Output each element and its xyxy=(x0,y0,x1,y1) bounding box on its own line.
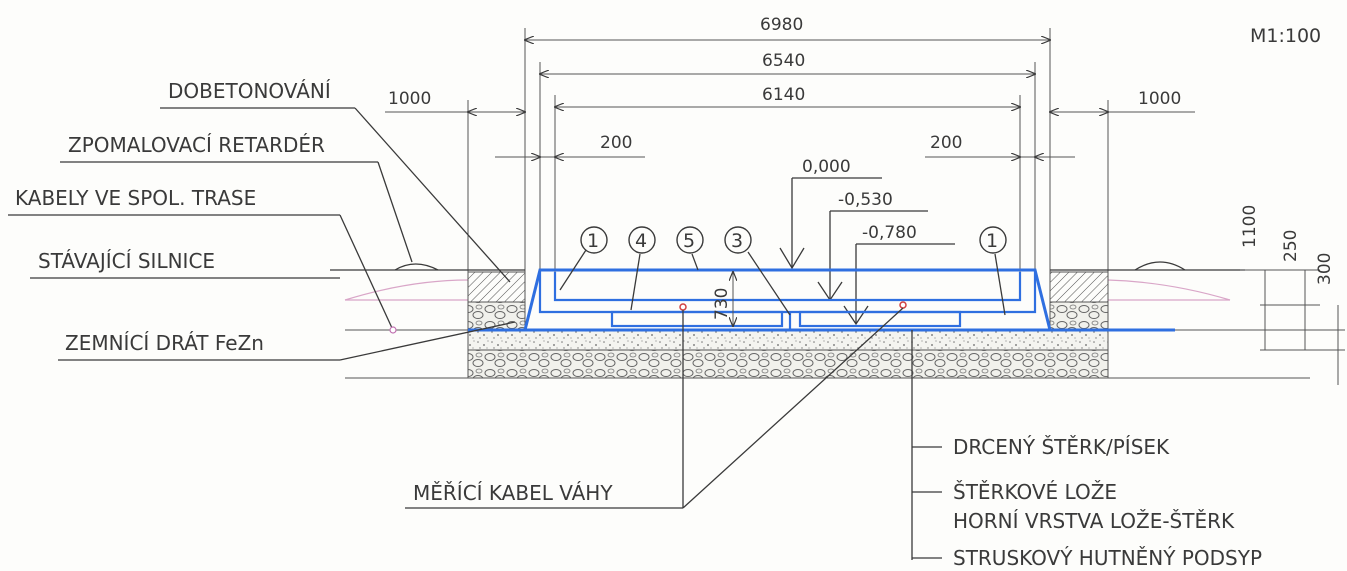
level-530: -0,530 xyxy=(838,190,893,210)
marker-1a: 1 xyxy=(587,230,599,252)
label-kabely: KABELY VE SPOL. TRASE xyxy=(15,186,256,210)
label-sterkove: ŠTĚRKOVÉ LOŽE xyxy=(953,480,1117,504)
position-markers: 1 4 5 3 1 xyxy=(559,226,1007,316)
right-dimensions: 1100 250 300 xyxy=(1240,205,1345,385)
level-markers: 0,000 -0,530 -0,780 xyxy=(779,157,955,326)
label-struskovy: STRUSKOVÝ HUTNĚNÝ PODSYP xyxy=(953,546,1262,570)
dim-6540: 6540 xyxy=(762,51,805,71)
label-zemnici: ZEMNÍCÍ DRÁT FeZn xyxy=(65,331,264,355)
dim-1000-left: 1000 xyxy=(388,89,431,109)
marker-5: 5 xyxy=(683,230,695,252)
dim-1100: 1100 xyxy=(1240,205,1260,248)
marker-1b: 1 xyxy=(986,230,998,252)
label-merici: MĚŘÍCÍ KABEL VÁHY xyxy=(413,481,613,505)
dim-200-right: 200 xyxy=(930,133,962,153)
label-drceny: DRCENÝ ŠTĚRK/PÍSEK xyxy=(953,435,1170,459)
dim-6980: 6980 xyxy=(760,15,803,35)
label-silnice: STÁVAJÍCÍ SILNICE xyxy=(38,249,215,273)
marker-3: 3 xyxy=(731,230,743,252)
dim-730: 730 xyxy=(712,288,732,320)
label-retarder: ZPOMALOVACÍ RETARDÉR xyxy=(68,133,325,157)
dim-250: 250 xyxy=(1281,230,1301,262)
bottom-labels: MĚŘÍCÍ KABEL VÁHY DRCENÝ ŠTĚRK/PÍSEK ŠTĚ… xyxy=(405,307,1262,570)
marker-4: 4 xyxy=(635,230,647,252)
dim-200-left: 200 xyxy=(600,133,632,153)
dimension-lines: 6980 6540 6140 1000 1000 200 200 xyxy=(385,15,1195,272)
scale-label: M1:100 xyxy=(1250,25,1321,47)
dim-300: 300 xyxy=(1315,253,1335,285)
weighbridge-structure xyxy=(468,268,1175,332)
dim-1000-right: 1000 xyxy=(1138,89,1181,109)
label-horni: HORNÍ VRSTVA LOŽE-ŠTĚRK xyxy=(953,509,1235,533)
level-780: -0,780 xyxy=(862,223,917,243)
dim-6140: 6140 xyxy=(762,85,805,105)
ground-layers xyxy=(330,261,1310,379)
label-dobetonovani: DOBETONOVÁNÍ xyxy=(168,79,331,103)
level-0: 0,000 xyxy=(802,157,851,177)
left-labels: DOBETONOVÁNÍ ZPOMALOVACÍ RETARDÉR KABELY… xyxy=(8,79,516,361)
